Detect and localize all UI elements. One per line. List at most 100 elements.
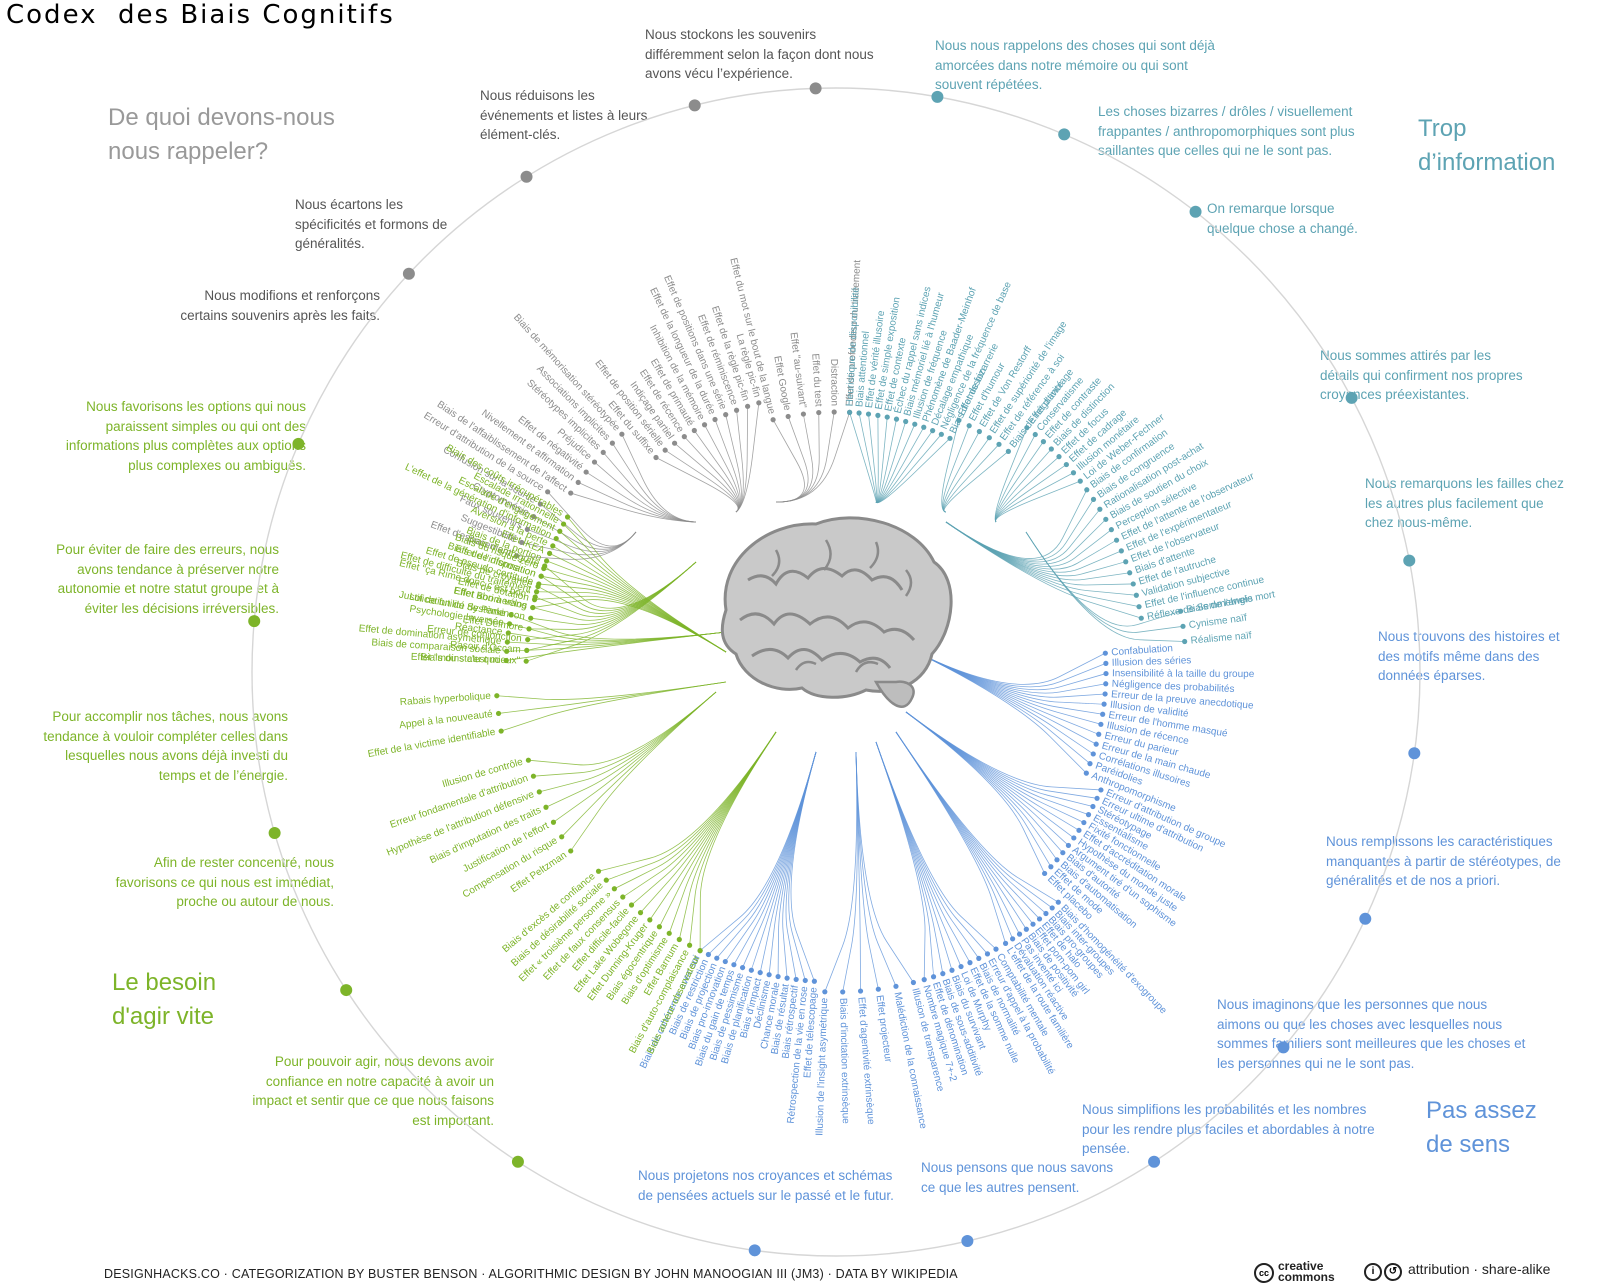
bias-dot [603, 877, 609, 883]
bias-branch [693, 430, 740, 513]
category-label: Nous simplifions les probabilités et les… [1082, 1102, 1375, 1156]
bias-dot [1005, 448, 1011, 454]
bias-label: Biais d'incitation extrinsèque [837, 998, 851, 1125]
bias-branch [631, 731, 777, 906]
bias-label: Confabulation [1111, 643, 1173, 658]
bias-dot [784, 975, 790, 981]
bias-dot [1016, 931, 1023, 937]
bias-branch [875, 741, 944, 974]
bias-dot [662, 447, 668, 453]
category-label: Pour accomplir nos tâches, nous avons te… [43, 709, 288, 783]
bias-dot [1083, 770, 1089, 776]
bias-branch [664, 449, 739, 513]
bias-branch [994, 427, 1028, 523]
bias-dot [930, 428, 936, 434]
bias-dot [1090, 751, 1096, 757]
bias-branch [553, 691, 717, 823]
bias-branch [849, 412, 877, 503]
bias-dot [802, 977, 808, 984]
credits-footer: DESIGNHACKS.CO · CATEGORIZATION BY BUSTE… [104, 1267, 958, 1281]
bias-dot [1090, 803, 1096, 810]
bias-dot [822, 989, 828, 995]
bias-dot [686, 942, 693, 948]
bias-dot [498, 728, 504, 734]
creative-commons-icon: cc [1254, 1263, 1274, 1283]
category-dot [931, 90, 944, 103]
bias-dot [748, 967, 754, 973]
category-label: Nous réduisons les événements et listes … [480, 88, 648, 142]
bias-branch [621, 434, 697, 523]
bias-dot [875, 986, 881, 992]
category-label: Nous modifions et renforçons certains so… [180, 288, 380, 323]
bias-branch [945, 499, 1094, 561]
bias-dot [1056, 454, 1062, 460]
category-dot [402, 267, 415, 280]
cc-wordmark-top: creative [1278, 1259, 1324, 1273]
bias-branch [585, 471, 697, 523]
bias-branch [895, 731, 1059, 903]
category-dot [1189, 205, 1202, 218]
bias-branch [855, 751, 861, 992]
bias-dot [733, 407, 740, 413]
bias-dot [528, 615, 534, 621]
bias-branch [945, 509, 1101, 563]
bias-dot [1130, 581, 1136, 587]
bias-dot [525, 757, 531, 763]
bias-branch [858, 412, 877, 503]
bias-dot [947, 435, 953, 441]
bias-dot [1065, 842, 1072, 849]
bias-label: Biais du statu quo [421, 652, 501, 666]
bias-branch [570, 691, 717, 852]
bias-branch [674, 442, 739, 513]
bias-branch [510, 614, 727, 640]
bias-dot [1060, 850, 1066, 856]
bias-dot [1042, 870, 1048, 877]
bias-branch [545, 691, 717, 808]
category-dot [292, 437, 305, 450]
bias-dot [793, 976, 799, 983]
bias-branch [559, 530, 727, 653]
bias-branch [578, 482, 697, 523]
quadrant-remember: De quoi devons-nous nous rappeler? [108, 104, 335, 165]
bias-dot [1138, 615, 1144, 621]
bias-branch [875, 741, 926, 980]
bias-branch [875, 427, 925, 504]
bias-dot [811, 978, 817, 984]
bias-dot [595, 868, 602, 874]
bias-branch [945, 489, 1088, 559]
bias-dot [530, 604, 536, 611]
bias-dot [1108, 527, 1114, 533]
bias-dot [785, 413, 791, 420]
category-dot [1277, 1041, 1290, 1054]
bias-branch [775, 411, 835, 503]
category-label: Pour éviter de faire des erreurs, nous a… [56, 542, 279, 616]
bias-dot [1024, 425, 1030, 431]
bias-dot [1113, 537, 1120, 543]
bias-dot [676, 936, 682, 943]
bias-dot [697, 948, 703, 954]
bias-branch [735, 402, 760, 513]
bias-branch [875, 438, 951, 504]
category-label: Nous imaginons que les personnes que nou… [1217, 997, 1526, 1071]
bias-dot [543, 558, 550, 564]
quadrant-not-enough-meaning: Pas assez de sens [1426, 1097, 1537, 1158]
bias-dot [856, 410, 862, 416]
bias-dot [912, 421, 918, 427]
bias-dot [1084, 487, 1090, 493]
bias-label: Effet d'agentivité extrinsèque [855, 997, 876, 1126]
bias-dot [504, 639, 510, 645]
bias-dot [766, 972, 772, 978]
category-label: Nous trouvons des histoires et des motif… [1378, 629, 1560, 683]
bias-branch [995, 472, 1074, 523]
bias-label: Rabais hyperbolique [400, 691, 492, 708]
category-dot [248, 615, 261, 628]
bias-branch [868, 413, 878, 503]
bias-branch [594, 461, 697, 523]
bias-branch [875, 419, 897, 503]
bias-label: Cynisme naïf [1188, 613, 1248, 632]
bias-dot [681, 434, 687, 440]
bias-dot [958, 963, 964, 970]
bias-branch [561, 691, 717, 838]
bias-branch [567, 516, 727, 653]
